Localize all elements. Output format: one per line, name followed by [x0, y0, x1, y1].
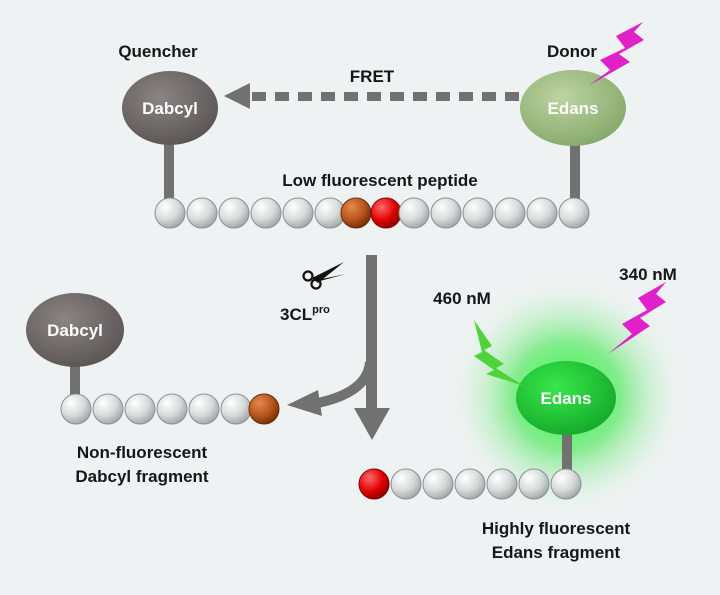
right-donor-node	[516, 361, 616, 435]
residue-bead	[486, 468, 518, 500]
donor-name: Edans	[547, 99, 598, 118]
excitation-lightning-icon	[588, 22, 644, 86]
right-fragment-chain	[358, 468, 582, 500]
intact-peptide-chain	[154, 197, 590, 229]
enzyme-label: 3CLpro	[280, 304, 330, 324]
quencher-name: Dabcyl	[142, 99, 198, 118]
residue-bead	[124, 393, 156, 425]
left-quencher-node	[26, 293, 124, 367]
peptide-label: Low fluorescent peptide	[282, 171, 478, 190]
cleavage-residue-red	[370, 197, 402, 229]
residue-bead	[156, 393, 188, 425]
donor-node	[520, 70, 626, 146]
residue-bead	[92, 393, 124, 425]
residue-bead	[186, 197, 218, 229]
emission-lightning-icon	[474, 320, 524, 386]
residue-bead	[526, 197, 558, 229]
residue-bead	[250, 197, 282, 229]
cleavage-residue-orange	[248, 393, 280, 425]
residue-bead	[518, 468, 550, 500]
residue-bead	[494, 197, 526, 229]
right-caption-line2: Edans fragment	[492, 543, 621, 562]
left-quencher-linker	[70, 360, 80, 406]
quencher-label: Quencher	[118, 42, 198, 61]
cleavage-arrows	[287, 255, 390, 440]
right-donor-name: Edans	[540, 389, 591, 408]
donor-label: Donor	[547, 42, 597, 61]
residue-bead	[558, 197, 590, 229]
residue-bead	[550, 468, 582, 500]
right-donor-linker	[562, 428, 572, 480]
residue-bead	[390, 468, 422, 500]
residue-bead	[398, 197, 430, 229]
residue-bead	[60, 393, 92, 425]
fret-label: FRET	[350, 67, 395, 86]
residue-bead	[220, 393, 252, 425]
fret-arrow	[224, 83, 519, 109]
left-quencher-name: Dabcyl	[47, 321, 103, 340]
residue-bead	[188, 393, 220, 425]
residue-bead	[454, 468, 486, 500]
residue-bead	[218, 197, 250, 229]
scissors-icon	[302, 262, 346, 290]
residue-bead	[462, 197, 494, 229]
residue-bead	[430, 197, 462, 229]
left-caption-line1: Non-fluorescent	[77, 443, 208, 462]
left-fragment-chain	[60, 393, 280, 425]
quencher-linker	[164, 140, 174, 202]
excitation-lightning-icon	[608, 282, 666, 354]
donor-linker	[570, 140, 580, 202]
residue-bead	[154, 197, 186, 229]
emission-label: 460 nM	[433, 289, 491, 308]
right-caption-line1: Highly fluorescent	[482, 519, 631, 538]
cleavage-residue-red	[358, 468, 390, 500]
cleavage-residue-orange	[340, 197, 372, 229]
quencher-node	[122, 71, 218, 145]
residue-bead	[422, 468, 454, 500]
residue-bead	[282, 197, 314, 229]
excitation-label: 340 nM	[619, 265, 677, 284]
left-caption-line2: Dabcyl fragment	[75, 467, 209, 486]
